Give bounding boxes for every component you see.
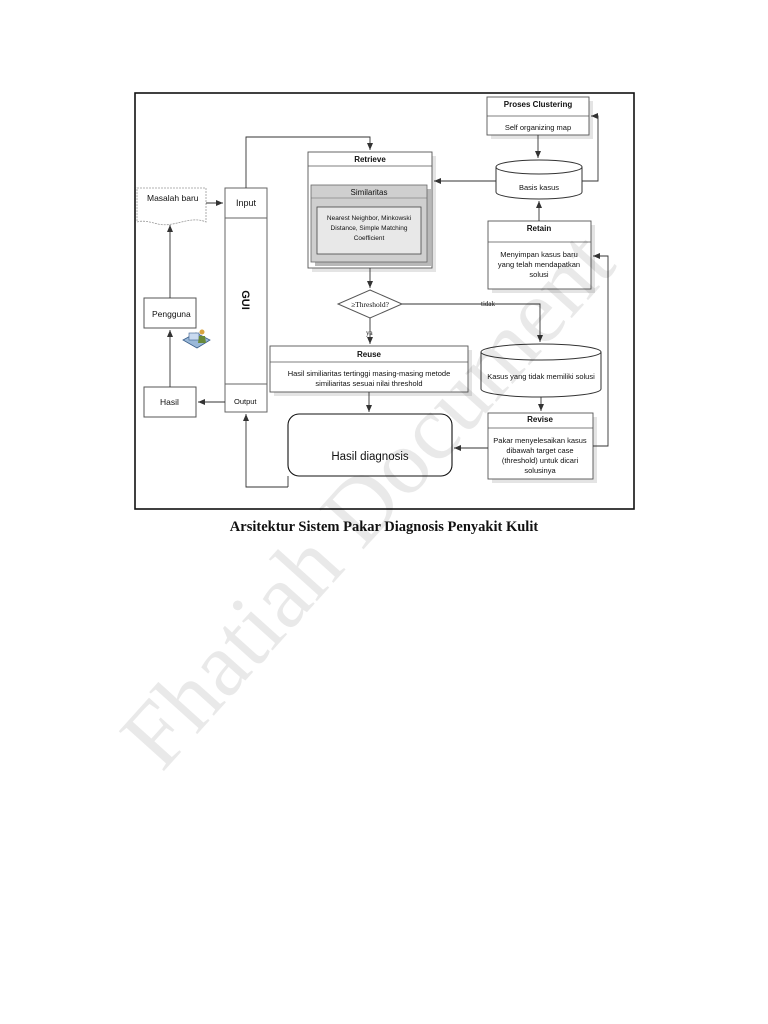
figure-caption: Arsitektur Sistem Pakar Diagnosis Penyak…: [229, 519, 539, 535]
revise-box: Revise Pakar menyelesaikan kasus dibawah…: [487, 412, 597, 483]
retrieve-title: Retrieve: [354, 155, 386, 164]
reuse-body-2: similiaritas sesuai nilai threshold: [315, 379, 422, 388]
revise-title: Revise: [527, 415, 553, 424]
output-label: Output: [234, 397, 257, 406]
hasil-box: Hasil: [143, 386, 197, 418]
similaritas-method-1: Nearest Neighbor, Minkowski: [327, 215, 411, 222]
kasus-tidak-label: Kasus yang tidak memiliki solusi: [487, 372, 595, 381]
similaritas-box: Similaritas Nearest Neighbor, Minkowski …: [310, 184, 431, 266]
pengguna-box: Pengguna: [143, 297, 197, 329]
retain-title: Retain: [527, 224, 552, 233]
revise-body-1: Pakar menyelesaikan kasus: [493, 436, 587, 445]
reuse-title: Reuse: [357, 350, 382, 359]
retain-body-1: Menyimpan kasus baru: [500, 250, 578, 259]
retain-body-2: yang telah mendapatkan: [498, 260, 580, 269]
masalah-baru-label: Masalah baru: [147, 193, 199, 203]
kasus-tidak-database: Kasus yang tidak memiliki solusi: [480, 343, 602, 398]
gui-column: Input GUI Output: [224, 187, 268, 413]
user-computer-icon: [182, 329, 211, 349]
retain-body-3: solusi: [529, 270, 549, 279]
hasil-diagnosis-label: Hasil diagnosis: [331, 451, 409, 463]
reuse-box: Reuse Hasil similiaritas tertinggi masin…: [269, 345, 472, 396]
reuse-body-1: Hasil similiaritas tertinggi masing-masi…: [288, 369, 451, 378]
self-organizing-map-label: Self organizing map: [505, 123, 571, 132]
input-label: Input: [236, 198, 257, 208]
revise-body-2: dibawah target case: [506, 446, 573, 455]
hasil-diagnosis-box: Hasil diagnosis: [287, 413, 453, 477]
proses-clustering-title: Proses Clustering: [504, 100, 573, 109]
basis-kasus-database: Basis kasus: [495, 159, 583, 200]
revise-body-4: solusinya: [524, 466, 556, 475]
connectors: [167, 113, 609, 488]
similaritas-title: Similaritas: [351, 188, 388, 197]
threshold-label: ≥Threshold?: [351, 300, 390, 309]
masalah-baru-document: Masalah baru: [136, 187, 207, 226]
pengguna-label: Pengguna: [152, 309, 191, 319]
basis-kasus-label: Basis kasus: [519, 183, 559, 192]
revise-body-3: (threshold) untuk dicari: [502, 456, 579, 465]
proses-clustering-box: Proses Clustering Self organizing map: [486, 96, 593, 139]
similaritas-method-2: Distance, Simple Matching: [331, 225, 408, 232]
similaritas-method-3: Coefficient: [354, 235, 385, 242]
retain-box: Retain Menyimpan kasus baru yang telah m…: [487, 220, 595, 293]
hasil-label: Hasil: [160, 397, 179, 407]
gui-label: GUI: [239, 290, 251, 310]
